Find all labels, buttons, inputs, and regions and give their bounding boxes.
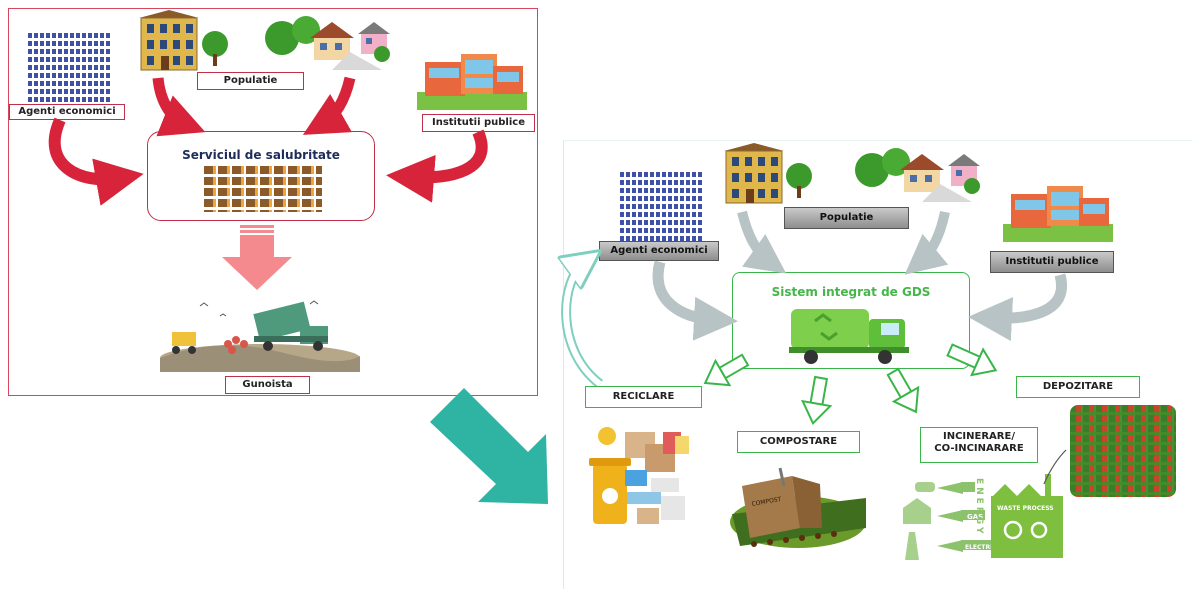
gunoista-label: Gunoista [225, 376, 310, 394]
institution-building-image-right [1003, 180, 1113, 242]
institutii-publice-label-right: Institutii publice [990, 251, 1114, 273]
incinerare-label: INCINERARE/ CO-INCINARARE [920, 427, 1038, 463]
integrated-system-panel [563, 140, 1192, 589]
houses-image [262, 12, 392, 70]
apartment-building-image-right [722, 143, 786, 204]
tree-image-right [784, 162, 814, 198]
tree-image [200, 30, 230, 66]
institutii-to-sistem-arrow [968, 273, 1068, 342]
incinerare-label-line2: CO-INCINARARE [934, 442, 1024, 454]
recycling-truck-image [789, 309, 909, 364]
serviciu-to-gunoista-arrow [222, 225, 292, 290]
depozitare-pattern-overlay [1070, 405, 1176, 497]
apartment-building-image [137, 10, 201, 71]
energy-panel-image: GAS ELECTRICITY ENERGY WASTE PROCESS [893, 468, 1065, 562]
recycling-bin-image [589, 427, 689, 524]
to-compostare-arrow [800, 375, 833, 426]
institutii-publice-label: Institutii publice [422, 114, 535, 132]
waste-process-text: WASTE PROCESS [997, 505, 1054, 512]
serviciul-de-salubritate-title: Serviciul de salubritate [182, 148, 340, 162]
agenti-to-sistem-arrow [652, 260, 738, 341]
garbage-trucks-image [204, 166, 322, 212]
institutii-to-serviciu-arrow [386, 129, 488, 203]
reciclare-label: RECICLARE [585, 386, 702, 408]
transition-arrow [430, 388, 548, 504]
output-arrows [703, 343, 998, 426]
electricity-text: ELECTRICITY [965, 544, 1008, 551]
depozitare-landfill-image [1070, 405, 1176, 497]
compostare-label: COMPOSTARE [737, 431, 860, 453]
to-reciclare-arrow [703, 353, 750, 387]
populatie-label: Populatie [197, 72, 304, 90]
gas-text: GAS [967, 513, 983, 521]
to-incinerare-arrow [886, 367, 920, 414]
populatie-left-arrow [152, 77, 206, 137]
incinerare-label-line1: INCINERARE/ [943, 431, 1015, 442]
red-flow-arrows [48, 76, 488, 290]
depozitare-pointer-line [1043, 449, 1067, 485]
agenti-crowd-image-right [620, 172, 702, 242]
landfill-truck-image [160, 296, 360, 372]
depozitare-label: DEPOZITARE [1016, 376, 1140, 398]
energy-text: ENERGY [974, 478, 984, 536]
houses-image-right [852, 144, 982, 202]
compost-box-image: COMPOST [730, 467, 866, 548]
serviciul-de-salubritate-box: Serviciul de salubritate [147, 131, 375, 221]
sistem-integrat-title: Sistem integrat de GDS [771, 285, 931, 299]
current-system-panel [8, 8, 538, 396]
sistem-integrat-box: Sistem integrat de GDS [732, 272, 970, 369]
to-depozitare-arrow [946, 343, 998, 377]
populatie-right-arrow [302, 76, 356, 135]
populatie-label-right: Populatie [784, 207, 909, 229]
agenti-economici-label: Agenti economici [9, 104, 125, 120]
populatie-right-arrow-right [904, 210, 950, 275]
agenti-crowd-image [28, 33, 112, 103]
populatie-left-arrow-right [737, 210, 787, 274]
institution-building-image [417, 48, 527, 110]
agenti-to-serviciu-arrow [48, 117, 144, 206]
